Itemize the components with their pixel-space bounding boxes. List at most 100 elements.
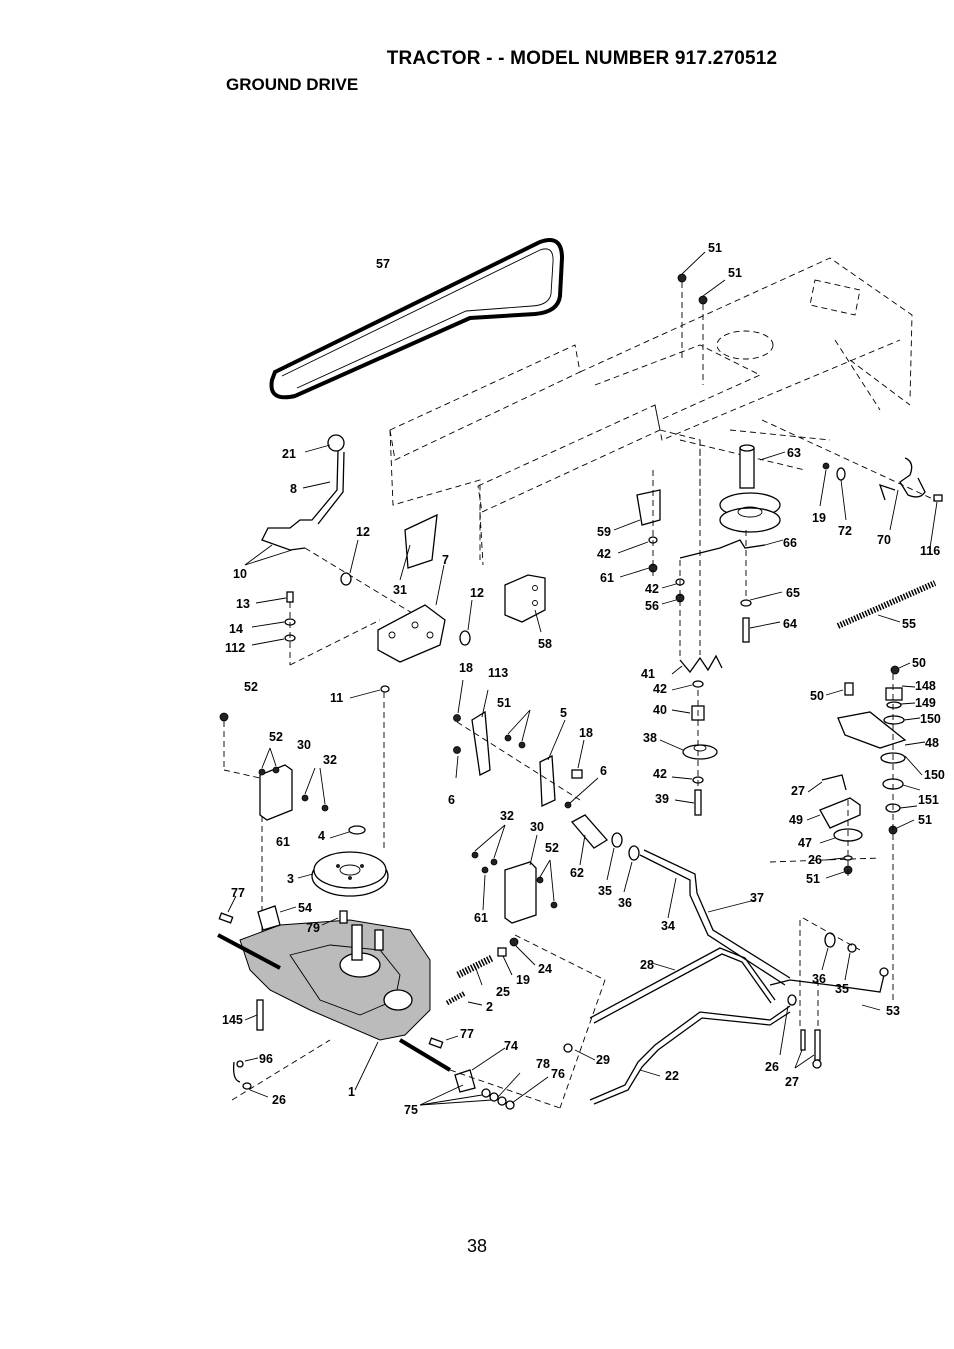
part-label-41: 41 — [641, 667, 655, 681]
part-label-31: 31 — [393, 583, 407, 597]
part-label-74: 74 — [504, 1039, 518, 1053]
part-label-52: 52 — [244, 680, 258, 694]
lower-left-parts — [231, 1039, 331, 1101]
part-label-72: 72 — [838, 524, 852, 538]
part-label-58: 58 — [538, 637, 552, 651]
part-label-8: 8 — [290, 482, 297, 496]
part-label-6: 6 — [448, 793, 455, 807]
part-label-14: 14 — [229, 622, 243, 636]
part-label-26: 26 — [808, 853, 822, 867]
page-number: 38 — [466, 1236, 488, 1256]
section-title: GROUND DRIVE — [226, 75, 359, 94]
part-label-62: 62 — [570, 866, 584, 880]
part-label-11: 11 — [330, 691, 343, 705]
part-label-47: 47 — [798, 836, 812, 850]
part-label-2: 2 — [486, 1000, 493, 1014]
part-label-25: 25 — [496, 985, 510, 999]
part-label-57: 57 — [376, 257, 390, 271]
part-label-19: 19 — [516, 973, 530, 987]
part-label-61: 61 — [474, 911, 488, 925]
part-label-116: 116 — [920, 544, 940, 558]
rods-28-22 — [563, 947, 791, 1105]
part-label-40: 40 — [653, 703, 667, 717]
part-label-150: 150 — [920, 712, 941, 726]
brackets-center-group — [453, 679, 599, 809]
part-label-145: 145 — [222, 1013, 243, 1027]
part-label-35: 35 — [598, 884, 612, 898]
bracket-58 — [504, 574, 546, 633]
part-label-76: 76 — [551, 1067, 565, 1081]
part-label-36: 36 — [812, 972, 826, 986]
part-label-1: 1 — [348, 1085, 355, 1099]
part-label-56: 56 — [645, 599, 659, 613]
part-label-70: 70 — [877, 533, 891, 547]
part-label-77: 77 — [460, 1027, 474, 1041]
part-label-65: 65 — [786, 586, 800, 600]
part-label-34: 34 — [661, 919, 675, 933]
part-label-36: 36 — [618, 896, 632, 910]
part-label-113: 113 — [488, 666, 508, 680]
part-label-29: 29 — [596, 1053, 610, 1067]
part-label-64: 64 — [783, 617, 797, 631]
part-label-52: 52 — [545, 841, 559, 855]
part-label-42: 42 — [653, 682, 667, 696]
part-label-21: 21 — [282, 447, 296, 461]
part-label-61: 61 — [600, 571, 614, 585]
part-label-51: 51 — [806, 872, 820, 886]
bracket-left-group — [219, 712, 329, 940]
drive-belt-shape — [269, 238, 565, 400]
part-label-51: 51 — [708, 241, 722, 255]
part-label-50: 50 — [912, 656, 926, 670]
part-label-53: 53 — [886, 1004, 900, 1018]
part-label-26: 26 — [765, 1060, 779, 1074]
part-label-96: 96 — [259, 1052, 273, 1066]
part-label-24: 24 — [538, 962, 552, 976]
spring-70-group — [761, 419, 943, 549]
part-label-27: 27 — [791, 784, 805, 798]
washer-12 — [340, 539, 473, 646]
part-label-61: 61 — [276, 835, 290, 849]
part-label-78: 78 — [536, 1057, 550, 1071]
part-label-13: 13 — [236, 597, 250, 611]
part-label-77: 77 — [231, 886, 245, 900]
part-label-12: 12 — [470, 586, 484, 600]
part-label-149: 149 — [915, 696, 936, 710]
part-label-10: 10 — [233, 567, 247, 581]
part-label-19: 19 — [812, 511, 826, 525]
bolt-51-top — [677, 251, 726, 385]
part-label-50: 50 — [810, 689, 824, 703]
part-label-51: 51 — [728, 266, 742, 280]
part-label-5: 5 — [560, 706, 567, 720]
bracket-31-plate-7 — [377, 513, 446, 663]
part-label-42: 42 — [597, 547, 611, 561]
part-label-75: 75 — [404, 1103, 418, 1117]
part-label-48: 48 — [925, 736, 939, 750]
part-label-52: 52 — [269, 730, 283, 744]
part-label-32: 32 — [500, 809, 514, 823]
bracket-center-lower — [471, 824, 558, 924]
part-label-66: 66 — [783, 536, 797, 550]
part-label-22: 22 — [665, 1069, 679, 1083]
part-label-42: 42 — [645, 582, 659, 596]
part-label-59: 59 — [597, 525, 611, 539]
part-label-148: 148 — [915, 679, 936, 693]
part-label-27: 27 — [785, 1075, 799, 1089]
page-title: TRACTOR - - MODEL NUMBER 917.270512 — [386, 48, 778, 69]
part-label-79: 79 — [306, 921, 320, 935]
lower-right-group — [769, 917, 889, 1069]
pulley-3 — [297, 825, 389, 897]
part-label-39: 39 — [655, 792, 669, 806]
spring-55 — [836, 580, 937, 629]
part-label-63: 63 — [787, 446, 801, 460]
part-label-30: 30 — [530, 820, 544, 834]
part-label-150: 150 — [924, 768, 945, 782]
part-label-37: 37 — [750, 891, 764, 905]
pulley-63-group — [613, 440, 786, 660]
part-label-7: 7 — [442, 553, 449, 567]
part-label-32: 32 — [323, 753, 337, 767]
part-label-51: 51 — [497, 696, 511, 710]
transaxle — [217, 919, 452, 1091]
small-parts-left — [218, 895, 348, 931]
part-number-labels: 57 51 51 21 8 63 19 72 70 116 12 10 31 7… — [222, 241, 945, 1117]
